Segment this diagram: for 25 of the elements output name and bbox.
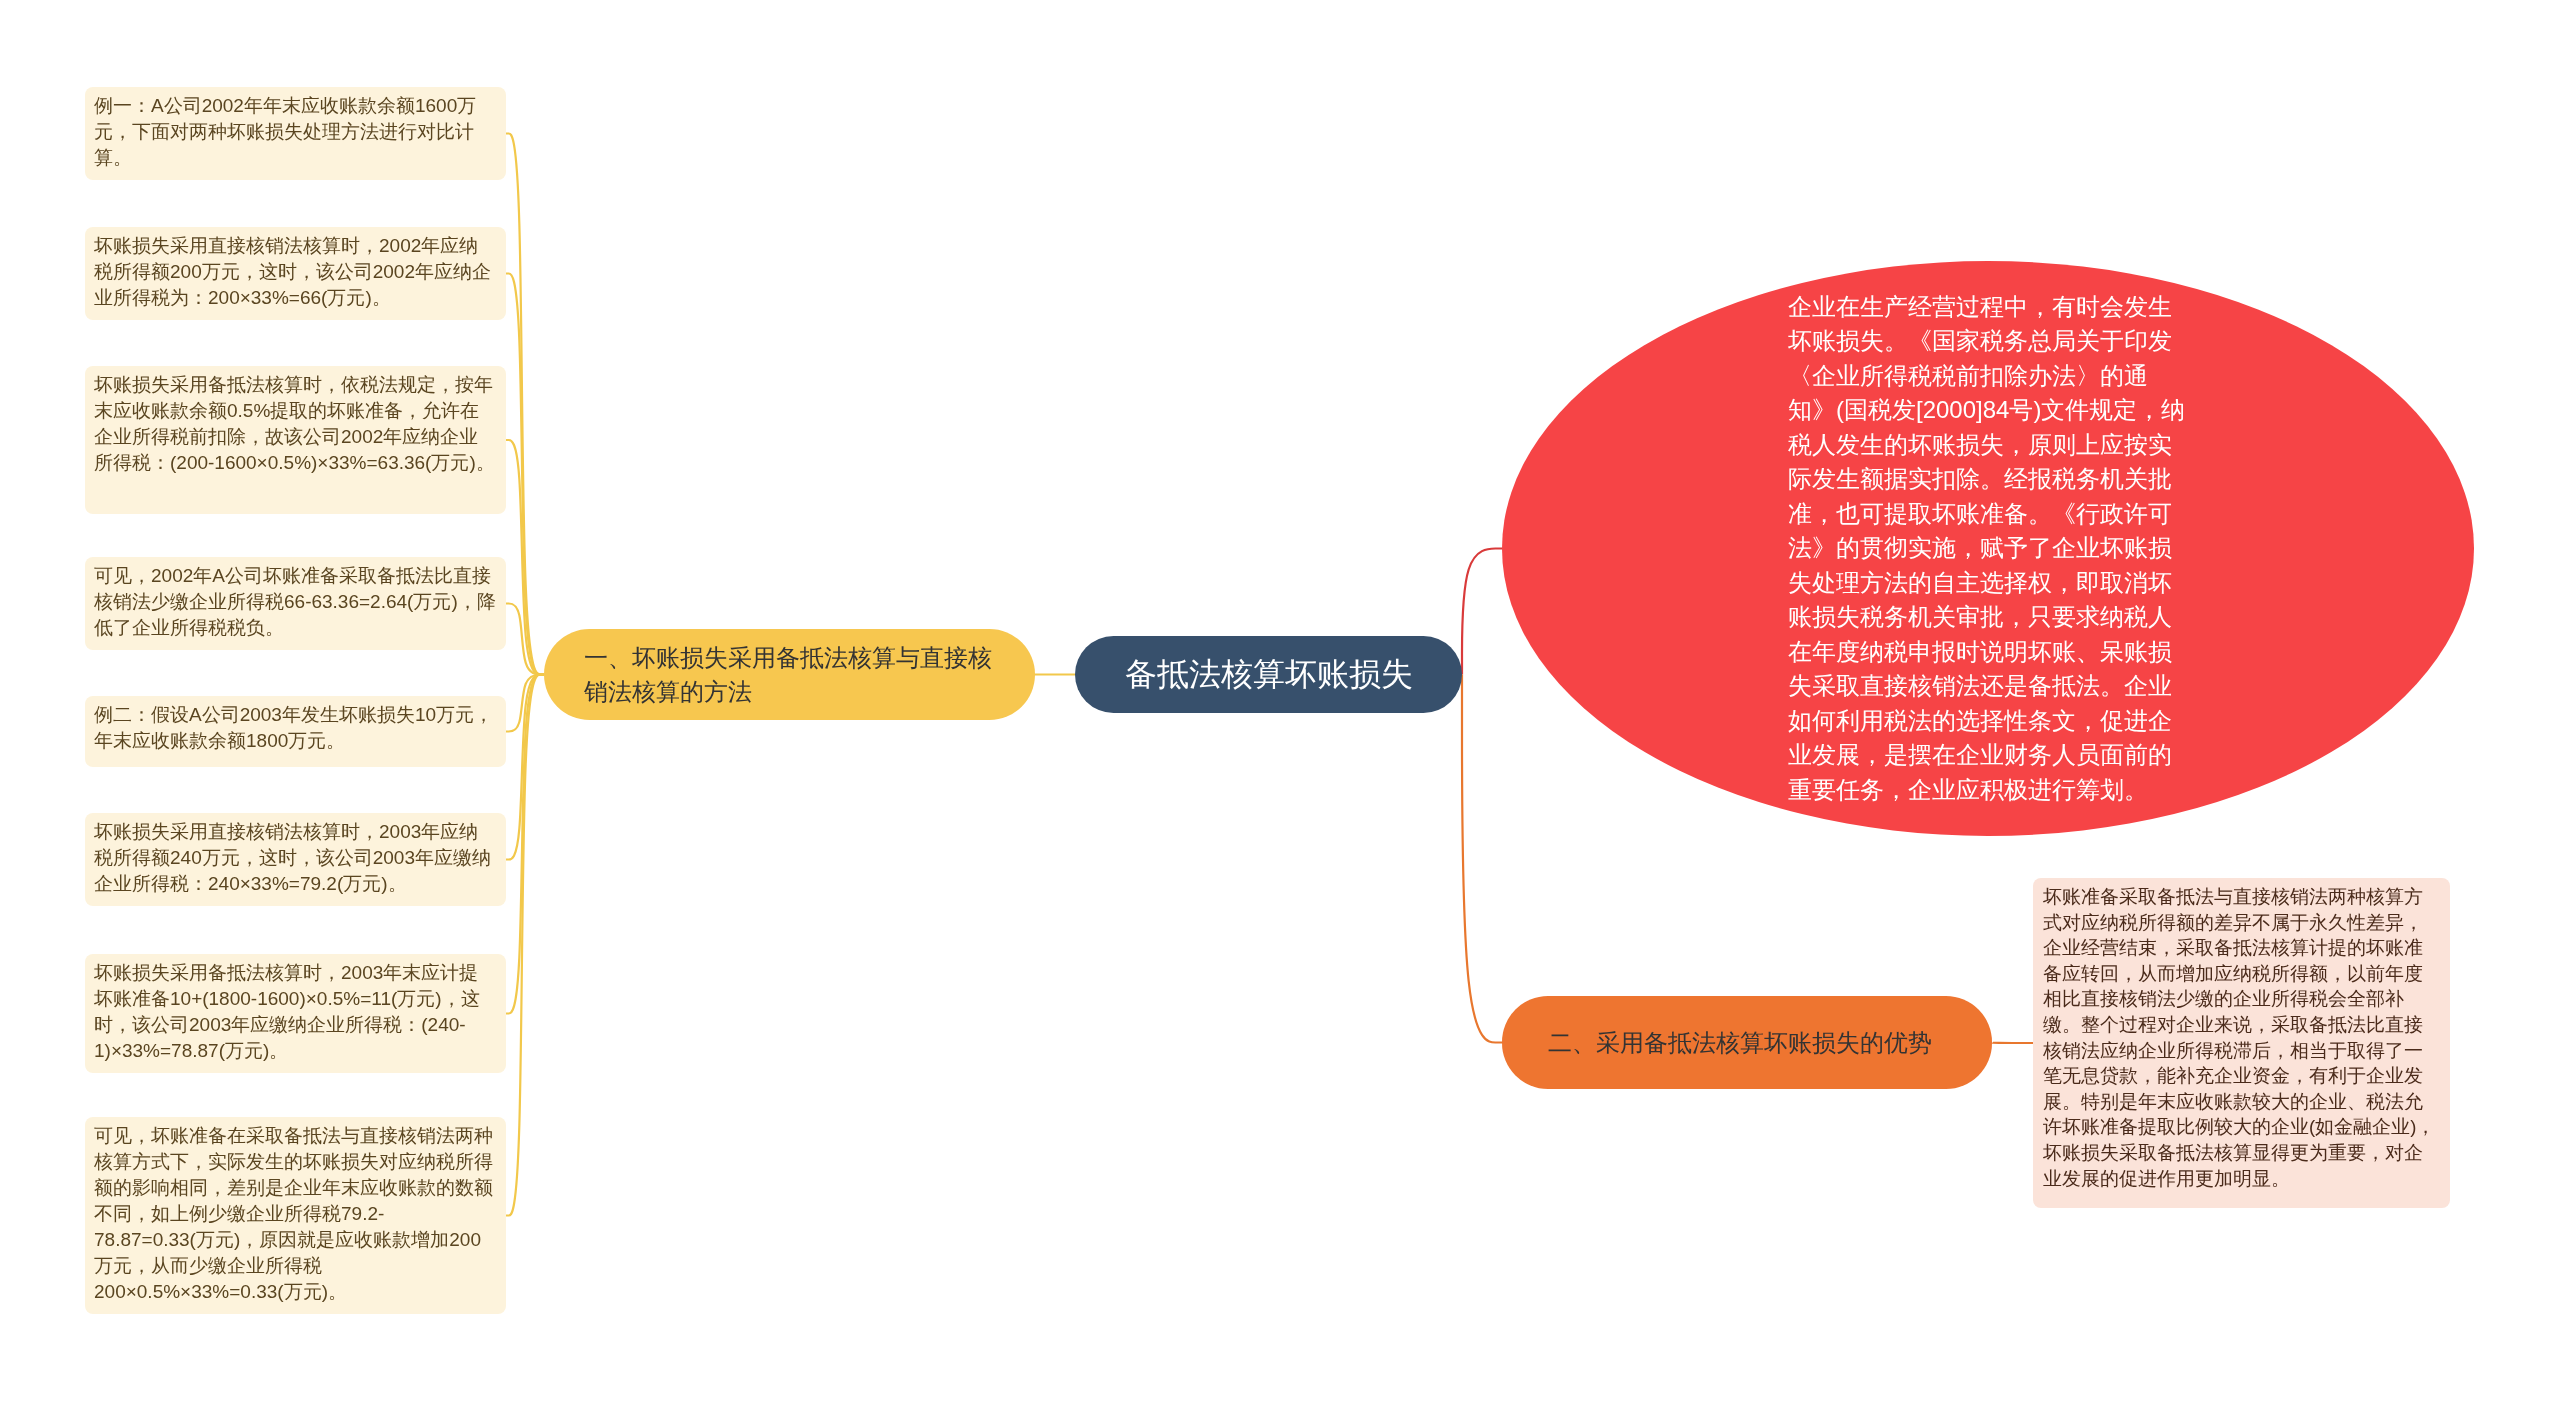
connector-line [1460,547,1502,675]
note-card [85,954,506,1073]
node-text: 例一：A公司2002年年末应收账款余额1600万元，下面对两种坏账损失处理方法进行对比计算。 [94,94,478,170]
node-text: 坏账损失采用直接核销法核算时，2003年应纳税所得额240万元，这时，该公司2003年应缴纳企业所得税：240×33%=79.2(万元)。 [94,820,492,896]
connector-line [1035,673,1075,676]
node-text: 备抵法核算坏账损失 [1124,654,1413,694]
node-text: 坏账损失采用直接核销法核算时，2002年应纳税所得额200万元，这时，该公司2002年应纳企业所得税为：200×33%=66(万元)。 [94,234,492,310]
node-text: 坏账损失采用备抵法核算时，依税法规定，按年末应收账款余额0.5%提取的坏账准备，允许在企业所得税前扣除，故该公司2002年应纳企业所得税：(200-1600×0.5%)×33%=63.36(万元)。 [94,373,496,475]
node-text: 例二：假设A公司2003年发生坏账损失10万元，年末应收账款余额1800万元。 [94,703,495,753]
connector-line [1990,1041,2033,1045]
node-text: 二、采用备抵法核算坏账损失的优势 [1548,1027,1932,1058]
topic-box [1075,636,1462,713]
note-card [85,696,506,767]
node-text: 一、坏账损失采用备抵法核算与直接核销法核算的方法 [584,642,993,707]
note-card [85,813,506,906]
note-card [85,557,506,650]
node-text: 可见，2002年A公司坏账准备采取备抵法比直接核销法少缴企业所得税66-63.36=2.64(万元)，降低了企业所得税税负。 [94,564,497,640]
node-text: 坏账损失采用备抵法核算时，2003年末应计提坏账准备10+(1800-1600)×0.5%=11(万元)，这时，该公司2003年应缴纳企业所得税：(240-1)×33%=78.87(万元)。 [94,961,481,1063]
note-card [85,87,506,180]
node-text: 企业在生产经营过程中，有时会发生坏账损失。《国家税务总局关于印发〈企业所得税税前扣除办法〉的通知》(国税发[2000]84号)文件规定，纳税人发生的坏账损失，原则上应按实际发生额据实扣除。经报税务机关批准，也可提取坏账准备。《行政许可法》的贯彻实施，赋予了企业坏账损失处理方法的自主选择权，即取消坏账损失税务机关审批，只要求纳税人在年度纳税申报时说明坏账、呆账损失采取直接核销法还是备抵法。企业如何利用税法的选择性条文，促进企业发展，是摆在企业财务人员面前的重要任务，企业应积极进行筹划。 [1788,291,2187,805]
connector-line [1460,674,1502,1044]
node-text: 可见，坏账准备在采取备抵法与直接核销法两种核算方式下，实际发生的坏账损失对应纳税所得额的影响相同，差别是企业年末应收账款的数额不同，如上例少缴企业所得税79.2-78.87=0.33(万元)，原因就是应收账款增加200万元，从而少缴企业所得税200×0.5%×33%=0.33(万元)。 [94,1124,494,1304]
node-text: 坏账准备采取备抵法与直接核销法两种核算方式对应纳税所得额的差异不属于永久性差异，企业经营结束，采取备抵法核算计提的坏账准备应转回，从而增加应纳税所得额，以前年度相比直接核销法少缴的企业所得税会全部补缴。整个过程对企业来说，采取备抵法比直接核销法应纳企业所得税滞后，相当于取得了一笔无息贷款，能补充企业资金，有利于企业发展。特别是年末应收账款较大的企业、税法允许坏账准备提取比例较大的企业(如金融企业)，坏账损失采取备抵法核算显得更为重要，对企业发展的促进作用更加明显。 [2043,885,2437,1191]
note-card [85,366,506,514]
note-card [85,227,506,320]
